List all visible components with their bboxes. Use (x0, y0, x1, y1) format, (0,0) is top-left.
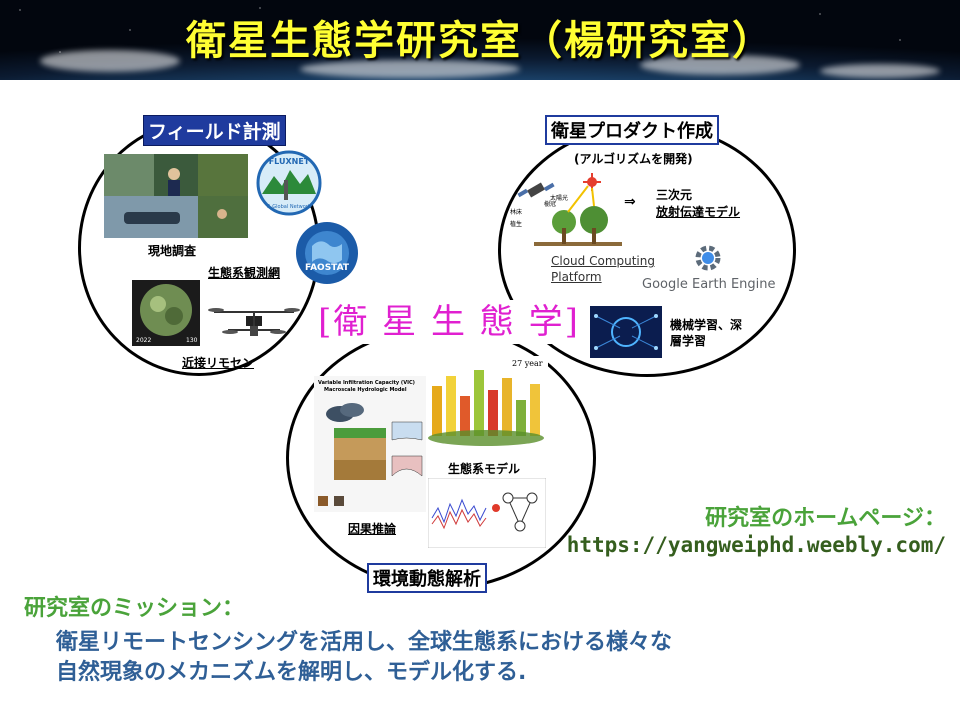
causal-inference-label: 因果推論 (348, 522, 397, 536)
svg-text:樹冠: 樹冠 (544, 200, 556, 208)
algorithm-label: (アルゴリズムを開発) (574, 152, 693, 166)
svg-text:太陽光: 太陽光 (550, 194, 568, 202)
svg-text:植生: 植生 (510, 220, 522, 228)
svg-text:130: 130 (186, 337, 198, 344)
causal-inference-chart (427, 477, 547, 549)
dynamics-heading: 環境動態解析 (367, 563, 487, 593)
svg-text:2022: 2022 (136, 337, 151, 344)
ml-label-line2: 層学習 (670, 334, 707, 348)
ai-network-image (590, 306, 662, 358)
mission-text: 衛星リモートセンシングを活用し、全球生態系における様々な 自然現象のメカニズムを… (56, 628, 672, 688)
field-heading: フィールド計測 (143, 115, 286, 146)
arrow-symbol: ⇒ (624, 194, 636, 210)
eco-model-label: 生態系モデル (448, 462, 521, 476)
ecosystem-3d-chart: 27 year (426, 356, 548, 448)
ml-label-line1: 機械学習、深 (670, 318, 743, 332)
mission-line-1: 衛星リモートセンシングを活用し、全球生態系における様々な (56, 630, 673, 655)
survey-label: 現地調査 (148, 244, 197, 258)
svg-text:FAOSTAT: FAOSTAT (305, 263, 350, 273)
canopy-photo: 2022 130 (132, 280, 200, 346)
page-title: 衛星生態学研究室（楊研究室） (186, 18, 774, 64)
svg-text:A Global Network: A Global Network (267, 204, 311, 210)
gee-label: Google Earth Engine (642, 277, 776, 292)
center-label: [衛 星 生 態 学] (318, 300, 580, 344)
obs-network-label: 生態系観測網 (208, 266, 281, 280)
mission-line-2: 自然現象のメカニズムを解明し、モデル化する. (56, 660, 527, 685)
rt-model-line1: 三次元 (656, 188, 693, 202)
radiative-transfer-diagram: 林床 植生 樹冠 太陽光 (510, 172, 622, 248)
product-heading: 衛星プロダクト作成 (545, 115, 719, 145)
fluxnet-logo: FLUXNET A Global Network (256, 150, 322, 216)
gear-icon (692, 242, 724, 274)
drone-icon (208, 300, 300, 344)
cloud-computing-line2: Platform (551, 270, 602, 284)
svg-text:FLUXNET: FLUXNET (269, 157, 310, 166)
svg-text:Variable Infiltration Capacity: Variable Infiltration Capacity (VIC) (318, 380, 415, 386)
field-survey-photo (104, 154, 248, 238)
svg-text:27 year: 27 year (512, 359, 543, 368)
proximal-sensing-label: 近接リモセン (182, 356, 255, 370)
homepage-label: 研究室のホームページ： (705, 506, 946, 531)
homepage-link[interactable]: https://yangweiphd.weebly.com/ (566, 533, 946, 557)
cloud-computing-line1: Cloud Computing (551, 254, 655, 268)
mission-heading: 研究室のミッション： (24, 596, 245, 621)
rt-model-line2: 放射伝達モデル (656, 205, 741, 219)
svg-text:Macroscale Hydrologic Model: Macroscale Hydrologic Model (324, 387, 407, 393)
title-banner (0, 0, 960, 80)
svg-text:林床: 林床 (510, 208, 522, 216)
vic-model-diagram: Variable Infiltration Capacity (VIC) Mac… (314, 376, 426, 512)
faostat-logo: FAOSTAT (294, 220, 360, 286)
